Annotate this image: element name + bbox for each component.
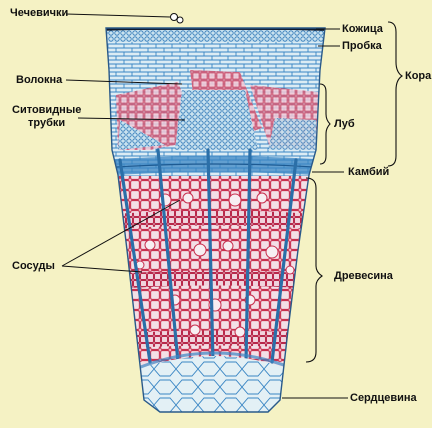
medullary-rays [118,148,298,364]
phloem-bracket [319,83,331,165]
label-fibers: Волокна [16,74,63,86]
wedge [106,28,325,412]
label-lenticels: Чечевички [10,7,69,19]
lenticel-mark [170,13,184,24]
wood-bracket [305,177,323,363]
label-bark: Кора [405,70,432,82]
label-epidermis: Кожица [342,23,383,35]
label-sieve-tubes-line1: Ситовидные [12,104,82,116]
label-pith: Сердцевина [350,392,417,404]
label-phloem: Луб [334,118,355,130]
brackets [305,21,403,363]
bark-bracket [387,21,403,167]
wedge-outline [105,27,326,413]
label-cork: Пробка [342,40,382,52]
label-vessels: Сосуды [12,260,55,272]
label-cambium: Камбий [348,166,390,178]
label-sieve-tubes-line2: трубки [28,117,66,129]
label-wood: Древесина [334,270,393,282]
leader-lines [61,13,348,399]
